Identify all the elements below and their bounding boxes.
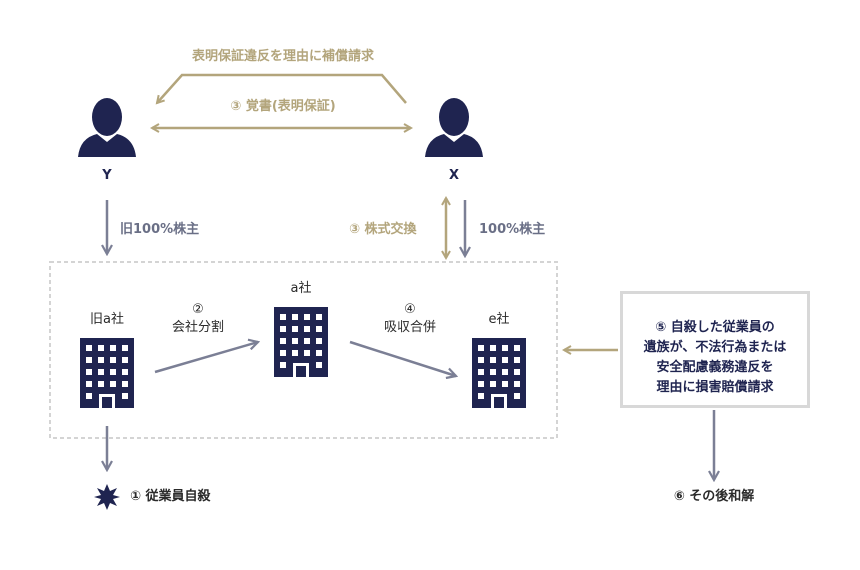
settlement-label: ⑥ その後和解 — [673, 489, 755, 504]
claim-line-2: 遺族が、不法行為または — [643, 340, 787, 355]
y-share-label: 旧100%株主 — [120, 222, 200, 237]
claim-line-3: 安全配慮義務違反を — [656, 360, 774, 375]
merger-number: ④ — [404, 302, 416, 317]
merger-label: 吸収合併 — [383, 320, 437, 335]
claim-box: ⑤ 自殺した従業員の 遺族が、不法行為または 安全配慮義務違反を 理由に損害賠償… — [620, 291, 810, 408]
company-a-label: a社 — [290, 281, 312, 296]
suicide-label: ① 従業員自殺 — [130, 489, 211, 504]
x-share-label: 100%株主 — [479, 222, 546, 237]
person-y-icon — [78, 98, 136, 157]
building-old-a-icon — [80, 338, 134, 408]
split-label: 会社分割 — [171, 320, 225, 335]
building-a-icon — [274, 307, 328, 377]
share-exchange-label: ③ 株式交換 — [349, 222, 417, 237]
split-number: ② — [192, 302, 204, 317]
claim-box-text: ⑤ 自殺した従業員の 遺族が、不法行為または 安全配慮義務違反を 理由に損害賠償… — [623, 318, 807, 398]
claim-line-1: ⑤ 自殺した従業員の — [655, 320, 775, 335]
merger-arrow — [349, 340, 456, 376]
person-x-label: X — [448, 168, 460, 183]
top-claim-label: 表明保証違反を理由に補償請求 — [191, 49, 375, 64]
person-y-label: Y — [102, 168, 112, 183]
split-arrow — [154, 342, 258, 374]
person-x-icon — [425, 98, 483, 157]
claim-arrow — [157, 73, 407, 103]
company-e-label: e社 — [488, 312, 510, 327]
memorandum-label: ③ 覚書(表明保証) — [230, 99, 336, 114]
building-e-icon — [472, 338, 526, 408]
group-boundary — [49, 261, 558, 439]
burst-icon — [94, 484, 120, 510]
company-old-a-label: 旧a社 — [90, 312, 124, 327]
claim-line-4: 理由に損害賠償請求 — [656, 380, 774, 395]
